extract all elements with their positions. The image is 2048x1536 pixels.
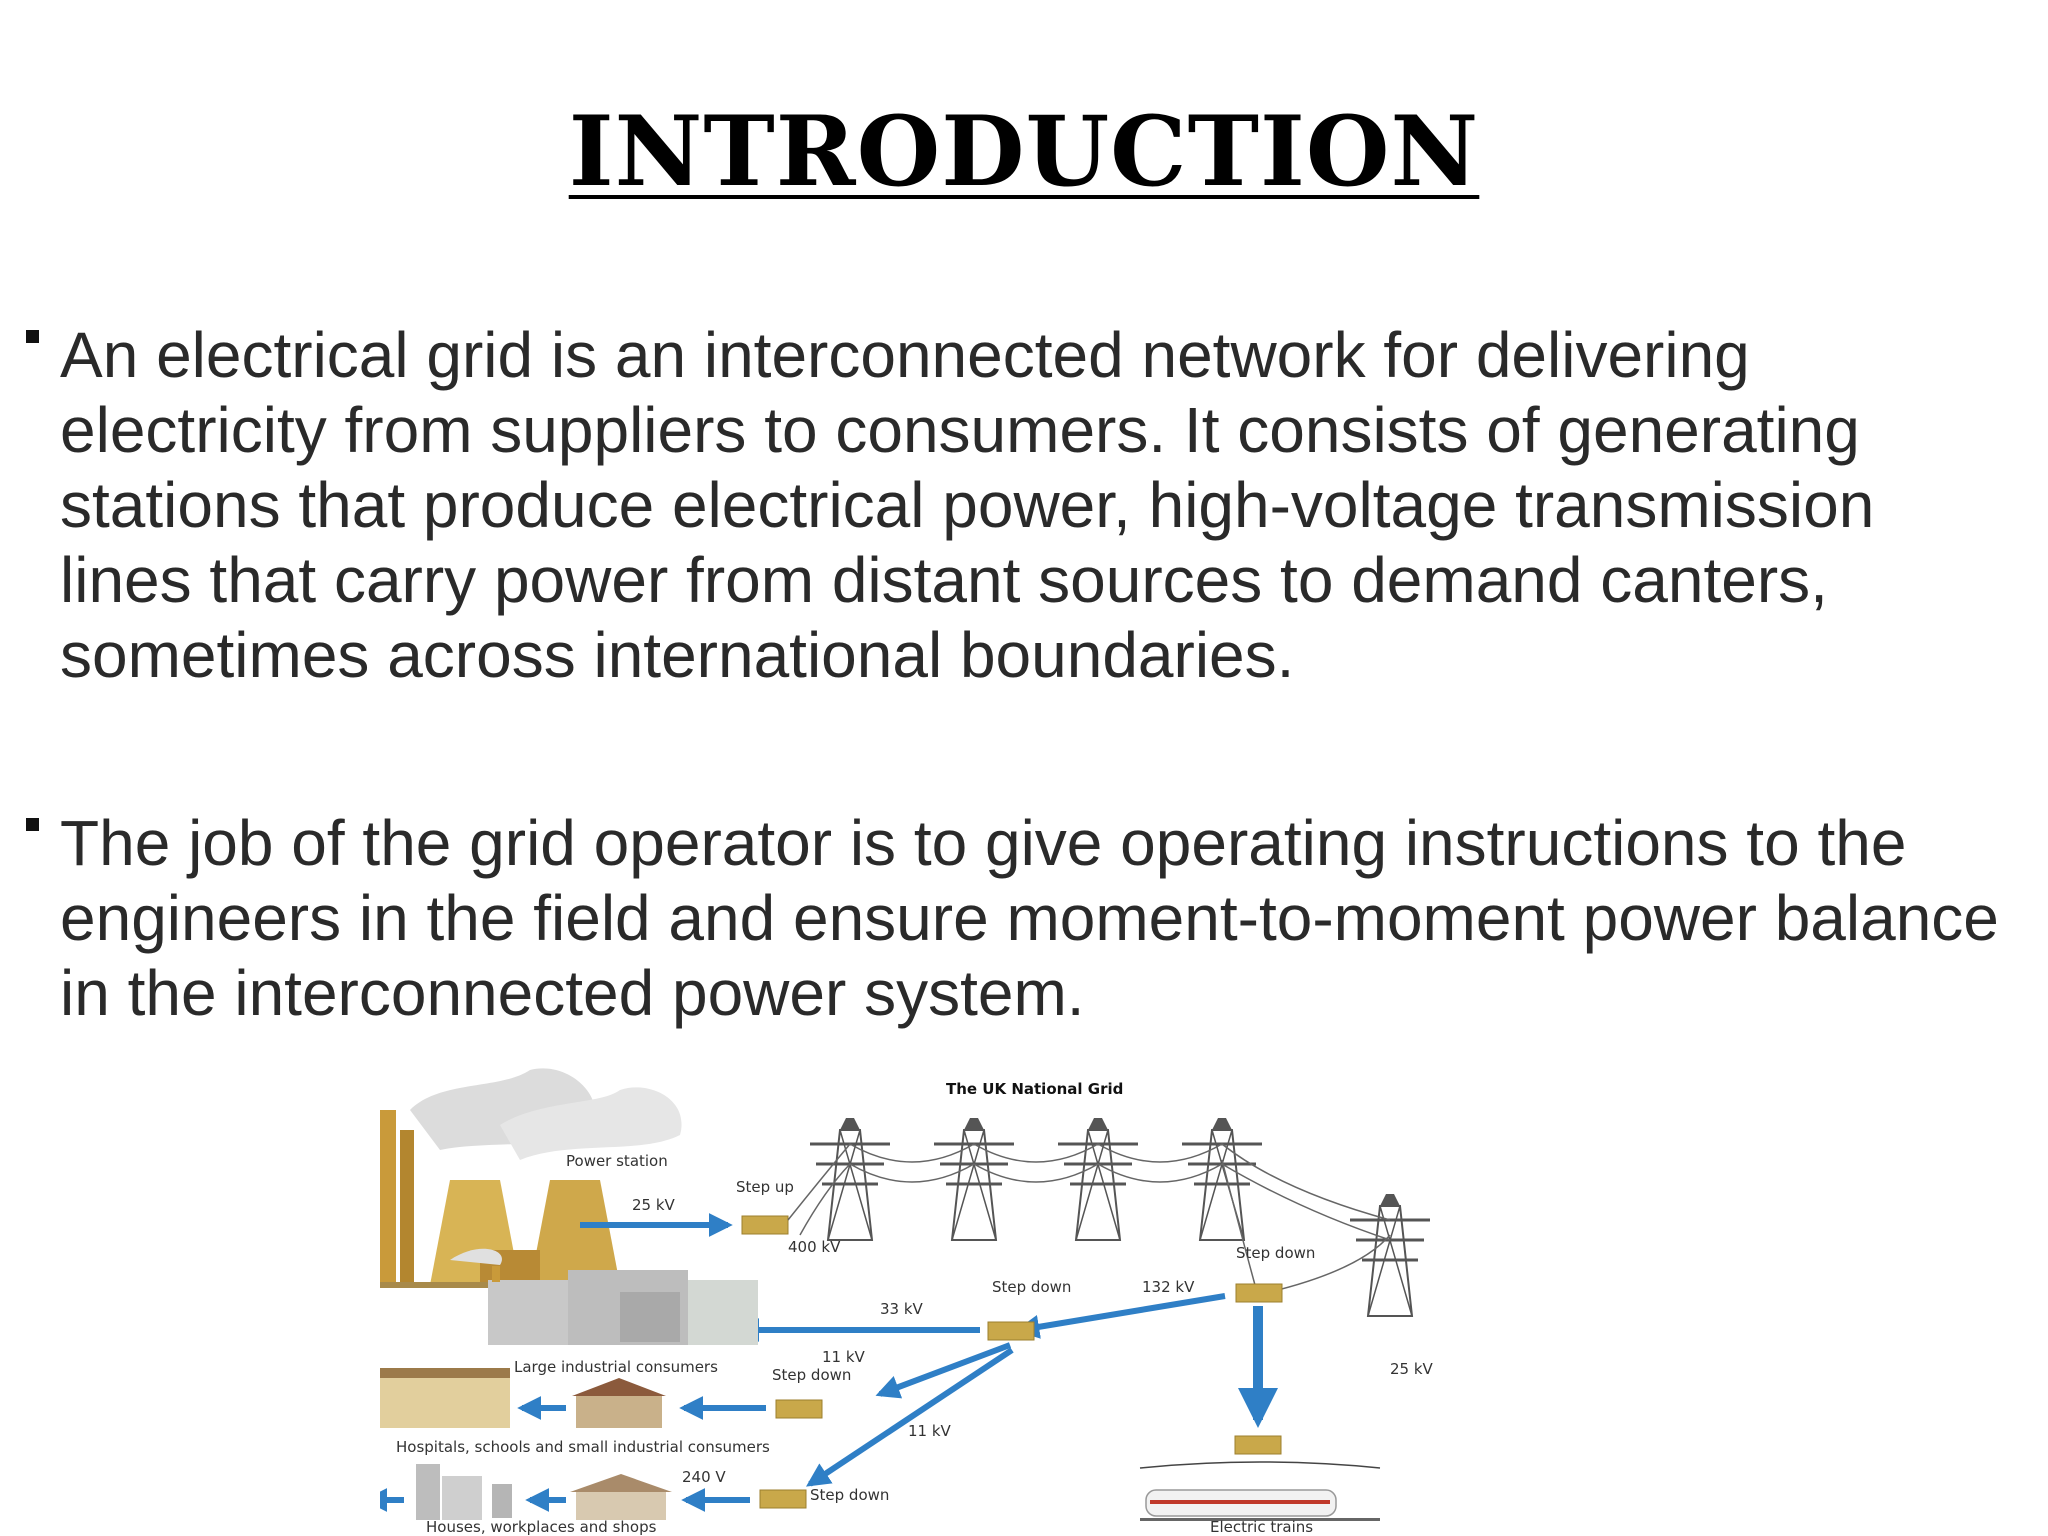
- hospitals-label: Hospitals, schools and small industrial …: [396, 1438, 770, 1456]
- step-down-transformer: [987, 1321, 1035, 1341]
- electric-train-illustration: [1139, 1461, 1381, 1521]
- step-down-transformer: [759, 1489, 807, 1509]
- large-industrial-label: Large industrial consumers: [514, 1358, 718, 1376]
- bullet-item: The job of the grid operator is to give …: [26, 806, 2020, 1031]
- voltage-label: 33 kV: [880, 1300, 924, 1318]
- voltage-label: 132 kV: [1142, 1278, 1195, 1296]
- power-station-label: Power station: [566, 1152, 668, 1170]
- step-down-label: Step down: [810, 1486, 889, 1504]
- houses-label: Houses, workplaces and shops: [426, 1518, 657, 1536]
- bullet-square-icon: [26, 330, 39, 343]
- houses-workplaces-illustration: [416, 1464, 672, 1520]
- voltage-label: 400 kV: [788, 1238, 841, 1256]
- diagram-title: The UK National Grid: [946, 1080, 1123, 1098]
- step-down-label: Step down: [992, 1278, 1071, 1296]
- power-station-illustration: [380, 1068, 682, 1288]
- flow-arrow: [1015, 1293, 1226, 1339]
- rail-transformer: [1234, 1435, 1282, 1455]
- step-up-transformer: [741, 1215, 789, 1235]
- large-industrial-illustration: [450, 1248, 758, 1345]
- uk-national-grid-diagram: The UK National Grid Power station 25 kV…: [380, 1068, 1434, 1536]
- voltage-label: 240 V: [682, 1468, 726, 1486]
- step-up-label: Step up: [736, 1178, 794, 1196]
- flow-arrow: [806, 1347, 1014, 1487]
- step-down-label: Step down: [772, 1366, 851, 1384]
- bullet-item: An electrical grid is an interconnected …: [26, 318, 2020, 693]
- voltage-label: 11 kV: [822, 1348, 866, 1366]
- bullet-text: The job of the grid operator is to give …: [60, 807, 1999, 1029]
- flow-arrow: [875, 1342, 1012, 1399]
- voltage-label: 25 kV: [1390, 1360, 1434, 1378]
- bullet-square-icon: [26, 818, 39, 831]
- transmission-towers: [787, 1116, 1432, 1318]
- bullet-text: An electrical grid is an interconnected …: [60, 319, 1875, 691]
- voltage-label: 11 kV: [908, 1422, 952, 1440]
- slide-title: INTRODUCTION: [568, 95, 1480, 208]
- step-down-transformer: [1235, 1283, 1283, 1303]
- electric-trains-label: Electric trains: [1210, 1518, 1313, 1536]
- step-down-label: Step down: [1236, 1244, 1315, 1262]
- hospital-school-illustration: [380, 1368, 666, 1428]
- step-down-transformer: [775, 1399, 823, 1419]
- voltage-label: 25 kV: [632, 1196, 676, 1214]
